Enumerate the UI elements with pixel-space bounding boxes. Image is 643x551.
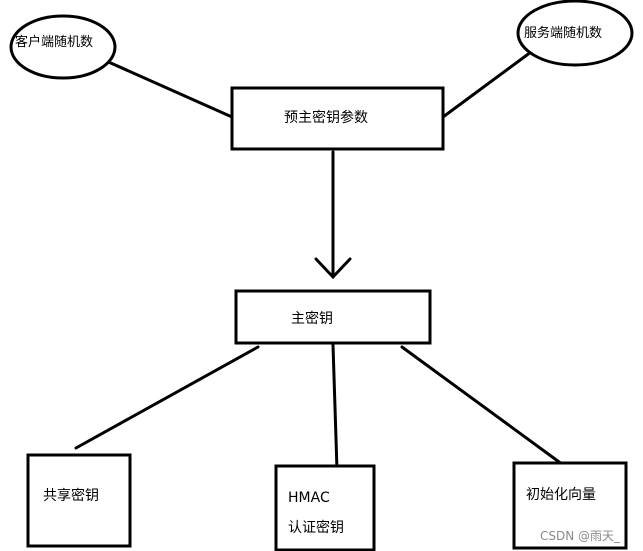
node-hmac-key: HMAC 认证密钥 (274, 464, 376, 551)
hmac-key-box (274, 464, 376, 551)
node-pre-master-key: 预主密钥参数 (230, 86, 445, 151)
node-shared-key: 共享密钥 (26, 453, 132, 548)
hmac-label-line2: 认证密钥 (288, 519, 344, 536)
node-master-key: 主密钥 (234, 289, 432, 345)
master-key-label: 主密钥 (291, 310, 333, 327)
edge-client-random-to-pre-master (102, 58, 234, 119)
shared-key-box (26, 453, 132, 548)
pre-master-key-box (230, 86, 445, 151)
csdn-watermark: CSDN @雨天_ (540, 529, 621, 543)
client-random-ellipse (9, 14, 117, 80)
edge-master-to-shared-key (74, 345, 260, 450)
server-random-label: 服务端随机数 (524, 25, 602, 41)
node-server-random: 服务端随机数 (516, 0, 634, 67)
node-iv: 初始化向量 (512, 461, 628, 550)
arrowhead-down-icon (314, 257, 352, 280)
connectors (74, 50, 568, 472)
master-key-box (234, 289, 432, 345)
hmac-label-line1: HMAC (288, 490, 330, 506)
node-client-random: 客户端随机数 (9, 14, 117, 80)
edge-master-to-iv (400, 345, 568, 469)
server-random-ellipse (516, 0, 634, 67)
client-random-label: 客户端随机数 (15, 34, 93, 50)
iv-label: 初始化向量 (526, 486, 596, 503)
edge-server-random-to-pre-master (441, 50, 533, 119)
iv-box (512, 461, 628, 550)
pre-master-key-label: 预主密钥参数 (284, 109, 368, 126)
shared-key-label: 共享密钥 (43, 487, 99, 504)
edge-master-to-hmac (331, 343, 339, 472)
